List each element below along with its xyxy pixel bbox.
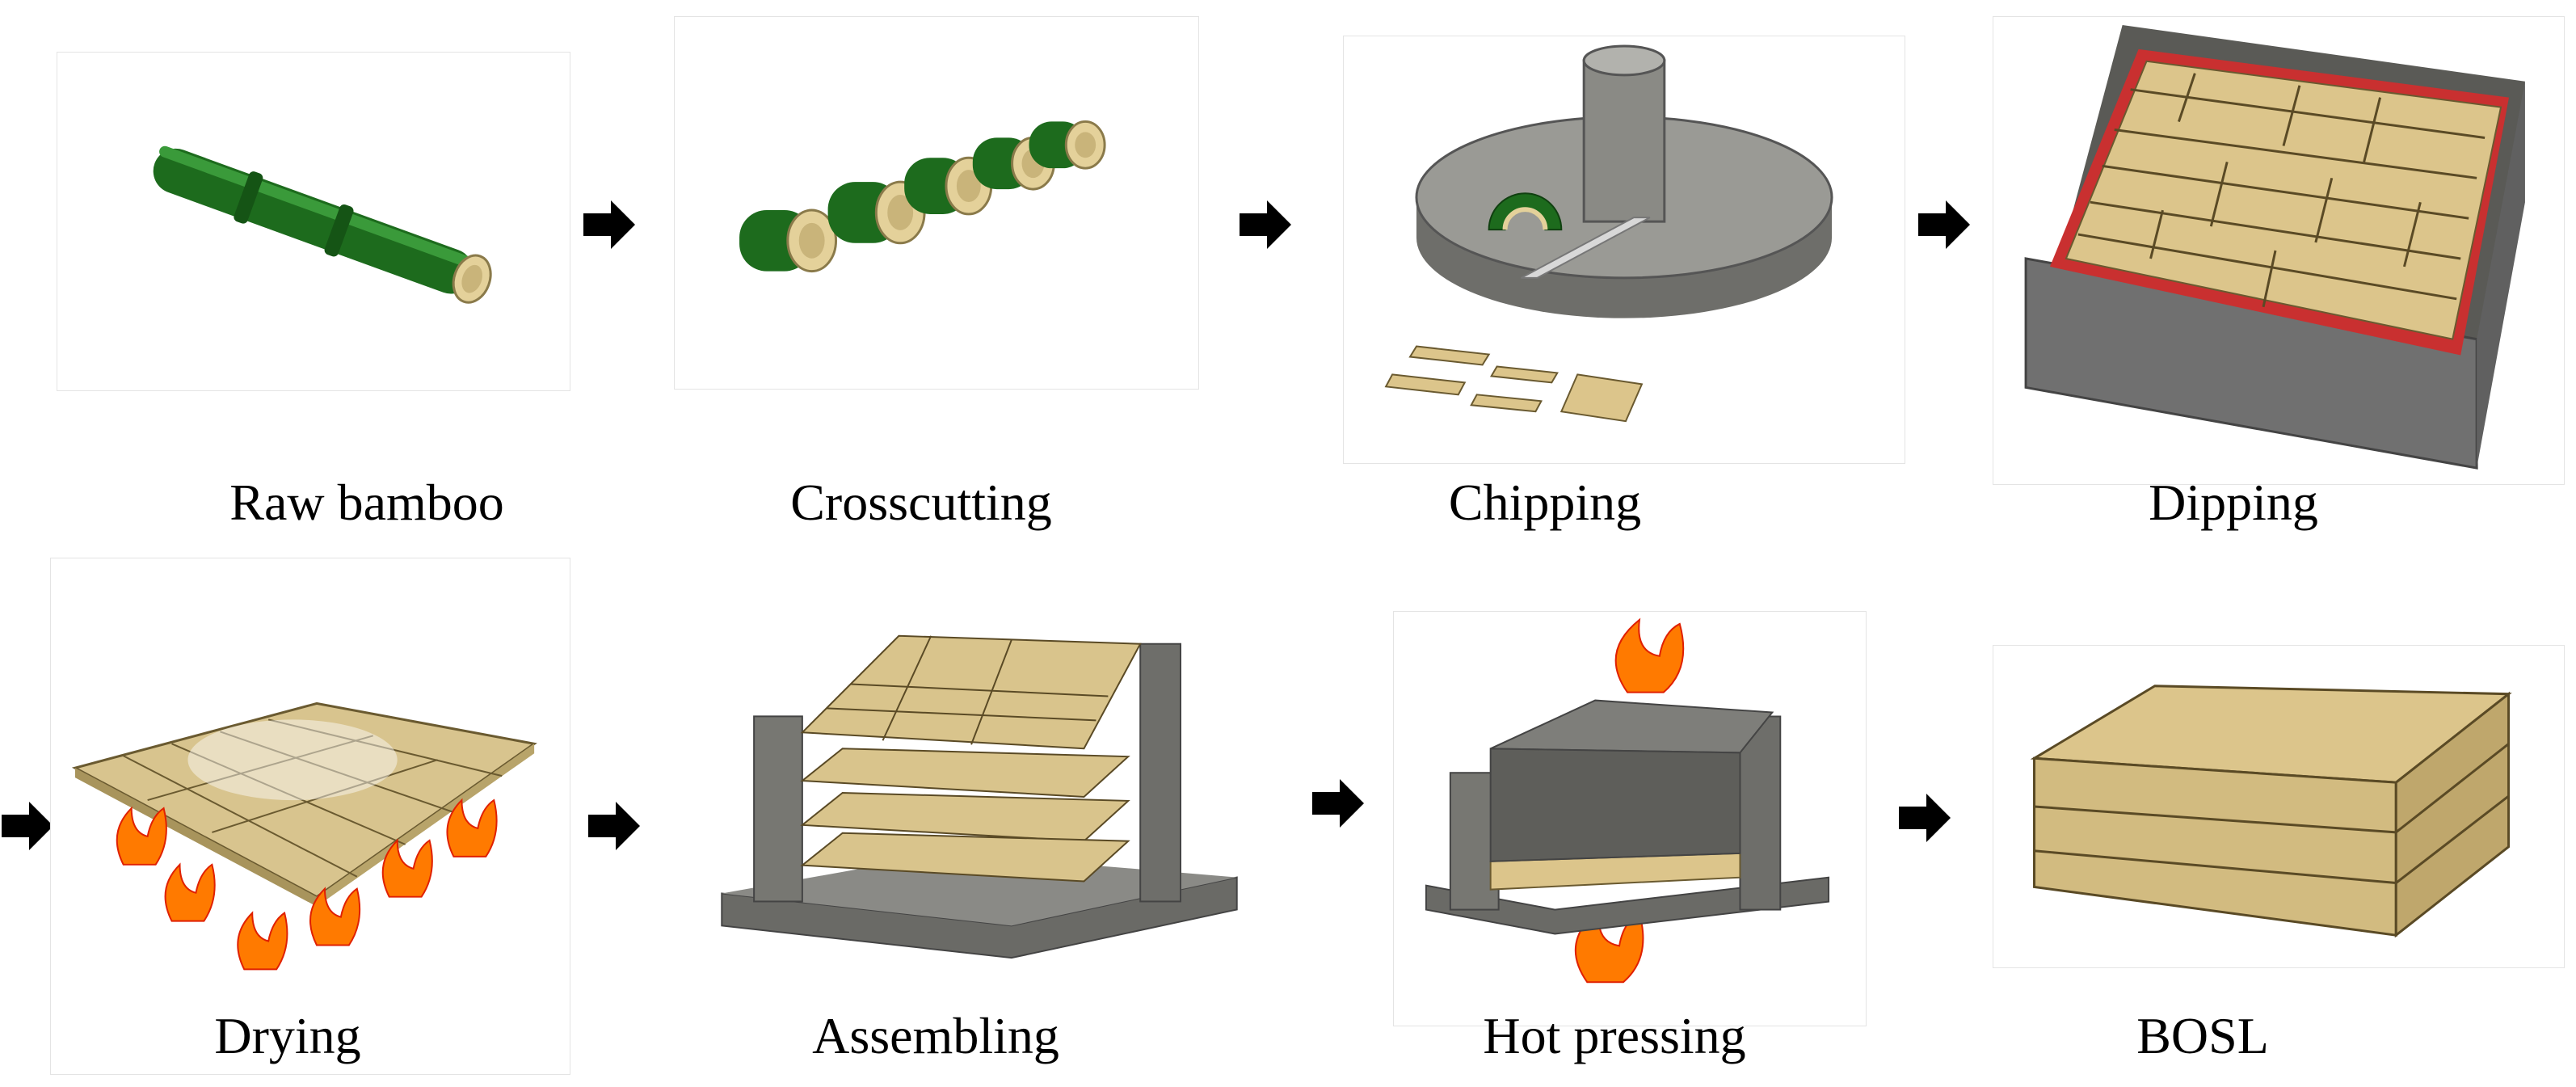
panel-assembling <box>688 587 1270 991</box>
step-label-chipping: Chipping <box>1448 474 1642 531</box>
step-label-raw-bamboo: Raw bamboo <box>229 474 504 531</box>
panel-drying <box>50 558 570 1075</box>
assembling-illustration <box>721 634 1238 959</box>
step-label-dipping: Dipping <box>2149 474 2318 531</box>
arrow-right-icon <box>583 200 635 249</box>
panel-hot-pressing <box>1393 611 1867 1026</box>
arrow-right-icon <box>1312 779 1364 828</box>
step-label-drying: Drying <box>214 1007 361 1064</box>
crosscutting-illustration <box>739 120 1106 273</box>
drying-illustration <box>71 701 537 971</box>
panel-crosscutting <box>674 16 1199 390</box>
step-label-crosscutting: Crosscutting <box>790 474 1052 531</box>
dipping-illustration <box>2024 24 2525 470</box>
arrow-right-icon <box>588 802 640 850</box>
step-label-bosl: BOSL <box>2136 1007 2269 1064</box>
step-label-hot-pressing: Hot pressing <box>1483 1007 1746 1064</box>
chipping-illustration <box>1384 44 1833 423</box>
arrow-right-icon <box>1240 200 1291 249</box>
step-label-assembling: Assembling <box>812 1007 1059 1064</box>
panel-raw-bamboo <box>57 52 570 391</box>
hot-pressing-illustration <box>1425 617 1830 984</box>
panel-chipping <box>1343 36 1905 464</box>
arrow-right-icon <box>2 802 53 850</box>
arrow-right-icon <box>1918 200 1970 249</box>
panel-dipping <box>1993 16 2565 485</box>
flame-icon <box>116 798 498 971</box>
panel-bosl <box>1993 645 2565 968</box>
arrow-right-icon <box>1899 794 1951 842</box>
bosl-illustration <box>2030 685 2512 938</box>
raw-bamboo-illustration <box>153 145 492 304</box>
